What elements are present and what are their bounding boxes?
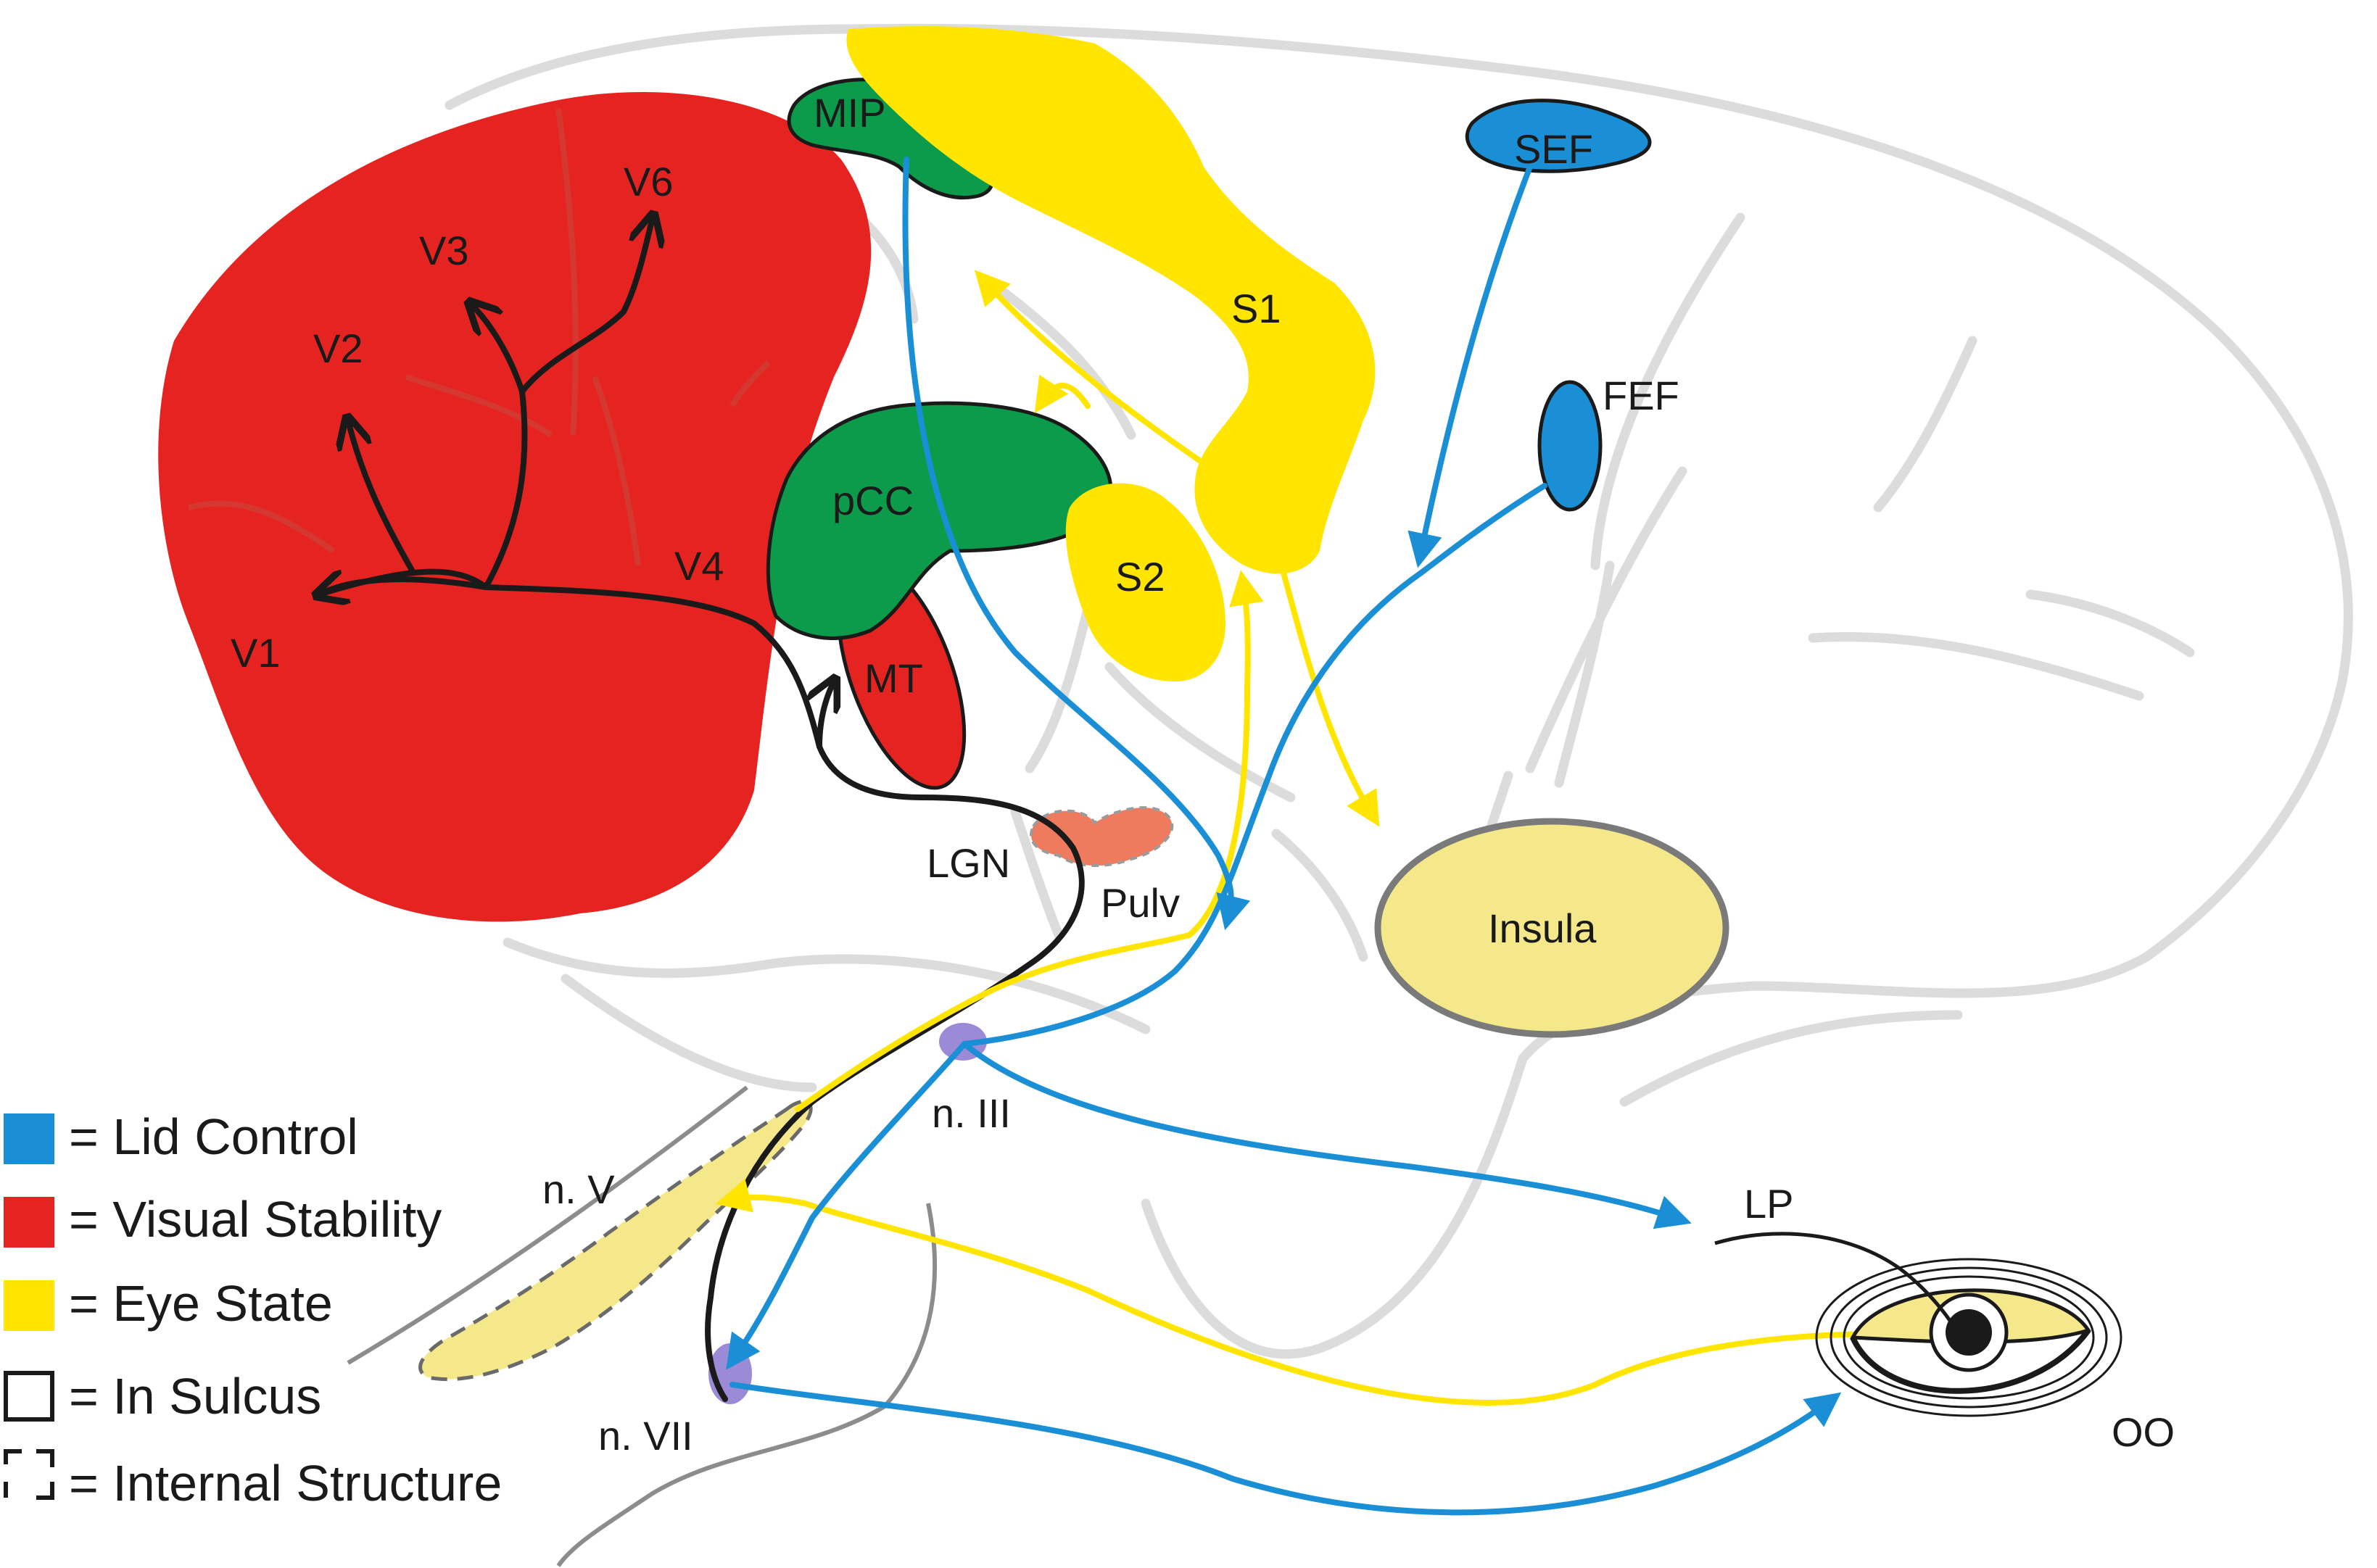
label-sef: SEF — [1514, 126, 1593, 172]
legend-marker-internal-structure — [4, 1449, 54, 1500]
legend-marker-in-sulcus — [4, 1371, 54, 1422]
legend-text-visual-stability: = Visual Stability — [69, 1191, 442, 1248]
legend-text-eye-state: = Eye State — [69, 1275, 333, 1332]
label-fef: FEF — [1603, 373, 1679, 418]
n5-structure — [418, 1100, 813, 1382]
legend-marker-lid-control — [4, 1113, 54, 1164]
label-n3: n. III — [932, 1090, 1011, 1136]
label-lp: LP — [1744, 1181, 1794, 1227]
label-n7: n. VII — [598, 1413, 693, 1459]
lgn-pulv-region — [1029, 806, 1174, 867]
legend-marker-visual-stability — [4, 1197, 54, 1248]
label-v3: V3 — [419, 228, 469, 273]
eye-icon — [1714, 1232, 2122, 1417]
label-lgn: LGN — [927, 840, 1010, 886]
label-n5: n. V — [542, 1166, 615, 1212]
label-v4: V4 — [674, 543, 724, 589]
visual-stability-pathway — [319, 217, 1085, 1402]
s2-region — [1065, 483, 1225, 681]
pcc-region — [766, 401, 1113, 640]
insula-region — [1374, 818, 1729, 1038]
label-mt: MT — [864, 655, 923, 701]
label-v1: V1 — [231, 630, 281, 676]
label-mip: MIP — [814, 90, 886, 136]
legend-text-in-sulcus: = In Sulcus — [69, 1368, 321, 1424]
label-v2: V2 — [313, 325, 363, 371]
label-s1: S1 — [1231, 286, 1281, 331]
fef-region — [1537, 380, 1603, 512]
label-pulv: Pulv — [1101, 880, 1180, 926]
sef-region — [1465, 99, 1652, 173]
s1-region — [846, 26, 1376, 574]
label-v6: V6 — [624, 159, 674, 204]
gray-nerve-lines — [347, 1085, 938, 1567]
legend-text-lid-control: = Lid Control — [69, 1108, 358, 1165]
legend: = Lid Control = Visual Stability = Eye S… — [4, 1108, 502, 1511]
legend-marker-eye-state — [4, 1280, 54, 1331]
legend-text-internal-structure: = Internal Structure — [69, 1455, 502, 1511]
label-s2: S2 — [1115, 554, 1165, 600]
label-insula: Insula — [1488, 905, 1597, 951]
lid-control-pathways — [726, 157, 1842, 1516]
eye-state-pathways — [715, 270, 1888, 1406]
red-region-sulci — [188, 108, 771, 566]
label-pcc: pCC — [832, 478, 914, 523]
label-oo: OO — [2112, 1409, 2175, 1455]
